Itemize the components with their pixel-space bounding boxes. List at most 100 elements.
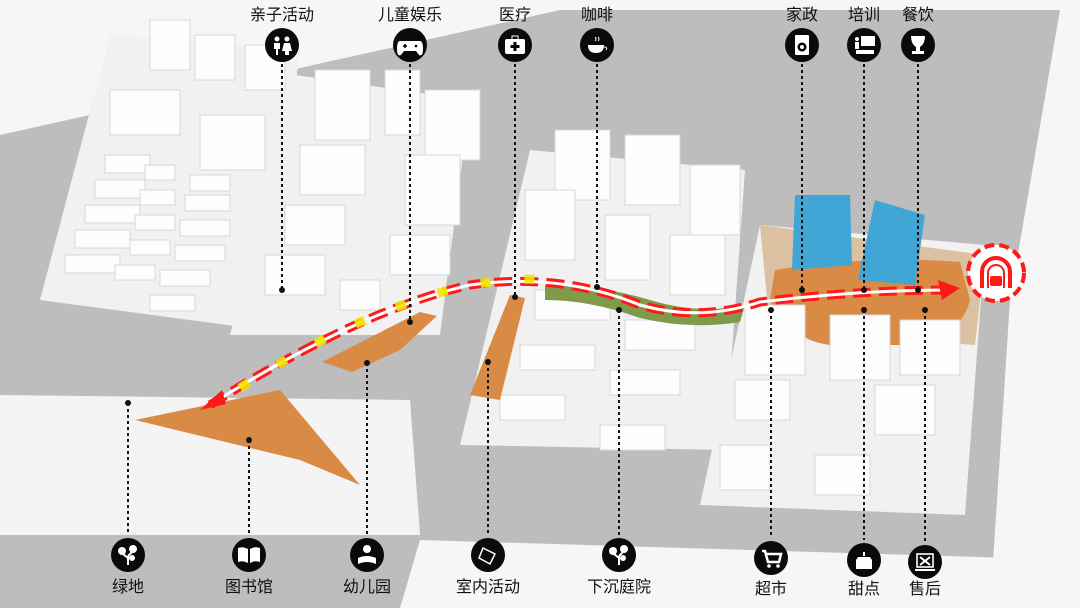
facility-label: 绿地 (111, 577, 145, 596)
training-icon (847, 28, 881, 62)
building (149, 19, 191, 71)
building (899, 319, 961, 376)
building (104, 154, 151, 174)
building (149, 294, 196, 312)
kindergarten-plaza (322, 312, 437, 372)
building (829, 314, 891, 381)
metro-station-icon (966, 243, 1026, 303)
building (389, 234, 451, 276)
building (669, 234, 726, 296)
building (189, 174, 231, 192)
facility-label: 下沉庭院 (586, 577, 652, 596)
gamepad-icon (393, 28, 427, 62)
building (734, 379, 791, 421)
building (74, 229, 131, 249)
leader-dot (407, 319, 413, 325)
route-arrow-right (938, 280, 960, 300)
building (519, 344, 596, 371)
leader-dot (246, 437, 252, 443)
building (299, 144, 366, 196)
repair-tools-icon (908, 545, 942, 579)
building (174, 244, 226, 262)
building (114, 264, 156, 281)
medical-kit-icon (498, 28, 532, 62)
leader-dot (125, 400, 131, 406)
facility-label: 室内活动 (455, 577, 521, 596)
residential-buildings (64, 19, 961, 496)
building (84, 204, 141, 224)
leader-dot (594, 284, 600, 290)
facility-label: 亲子活动 (249, 5, 315, 24)
building (139, 189, 176, 206)
block-bottom-left (0, 395, 420, 535)
building (624, 134, 681, 206)
building (814, 454, 871, 496)
shopping-cart-icon (754, 541, 788, 575)
building (524, 189, 576, 261)
cake-icon (847, 543, 881, 577)
block-right-edge (990, 10, 1080, 608)
building (109, 89, 181, 136)
building (609, 369, 681, 396)
leader-dot (768, 307, 774, 313)
building (554, 129, 611, 201)
leader-dot (915, 287, 921, 293)
building (134, 214, 176, 231)
facility-label: 售后 (908, 579, 942, 598)
building (424, 89, 481, 161)
facility-label: 咖啡 (580, 5, 614, 24)
leader-dot (512, 294, 518, 300)
leader-dot (485, 359, 491, 365)
facility-label: 幼儿园 (342, 577, 392, 596)
office-tower (792, 195, 852, 270)
leader-dot (922, 307, 928, 313)
building (64, 254, 121, 274)
building (264, 254, 326, 296)
building (604, 214, 651, 281)
leader-lines (127, 64, 926, 542)
office-tower (858, 200, 925, 285)
facility-label: 医疗 (498, 5, 532, 24)
building (384, 69, 421, 136)
building (599, 424, 666, 451)
leader-dot (799, 287, 805, 293)
building (194, 34, 236, 81)
route-arrow-left (200, 390, 226, 410)
leader-dot (861, 307, 867, 313)
facility-label: 家政 (785, 5, 819, 24)
book-icon (232, 538, 266, 572)
facility-label: 餐饮 (901, 5, 935, 24)
building (744, 304, 806, 376)
building (624, 319, 696, 351)
facility-label: 超市 (754, 579, 788, 598)
child-reading-icon (350, 538, 384, 572)
building (159, 269, 211, 287)
block-far-left (0, 0, 60, 135)
leader-dot (861, 287, 867, 293)
tree-icon (111, 538, 145, 572)
building (499, 394, 566, 421)
building (314, 69, 371, 141)
indoor-activity-icon (471, 538, 505, 572)
parent-child-icon (265, 28, 299, 62)
facility-label: 图书馆 (224, 577, 274, 596)
leader-dot (616, 307, 622, 313)
building (184, 194, 231, 212)
building (144, 164, 176, 181)
leader-dot (364, 360, 370, 366)
coffee-cup-icon (580, 28, 614, 62)
building (199, 114, 266, 171)
building (94, 179, 146, 199)
drink-icon (901, 28, 935, 62)
washing-machine-icon (785, 28, 819, 62)
leader-dots (125, 284, 928, 443)
facility-label: 培训 (847, 5, 881, 24)
building (179, 219, 231, 237)
indoor-activity-plaza (470, 295, 525, 400)
facility-label: 儿童娱乐 (377, 5, 443, 24)
tree-icon (602, 538, 636, 572)
leader-dot (279, 287, 285, 293)
building (284, 204, 346, 246)
building (404, 154, 461, 226)
